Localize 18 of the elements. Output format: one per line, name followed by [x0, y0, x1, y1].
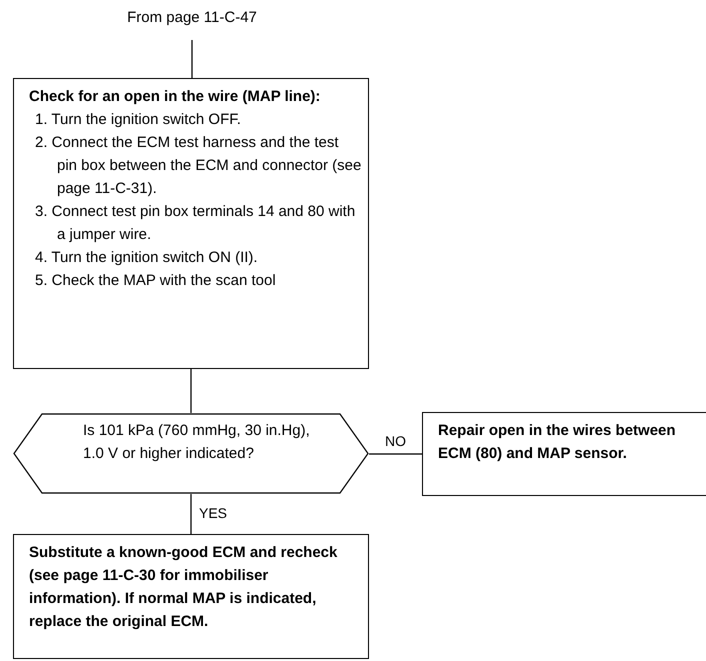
step-text: 5. Check the MAP with the scan tool: [34, 271, 277, 291]
step-heading: Check for an open in the wire (MAP line):: [29, 87, 322, 107]
connector-line: [191, 40, 193, 78]
connector-line: [190, 494, 192, 534]
connector-line: [190, 369, 192, 413]
result-box: [422, 412, 706, 496]
step-text: 1. Turn the ignition switch OFF.: [34, 110, 242, 130]
step-text: 2. Connect the ECM test harness and the test pin box between the ECM and connector (see page 11-C-31).: [34, 133, 362, 199]
result-box: [13, 534, 369, 659]
question-text: Is 101 kPa (760 mmHg, 30 in.Hg), 1.0 V or higher indicated?: [83, 421, 311, 464]
process-box: [13, 78, 369, 369]
decision-hexagon: [13, 413, 369, 494]
result-text: Repair open in the wires between ECM (80) and MAP sensor.: [438, 421, 677, 464]
step-text: 3. Connect test pin box terminals 14 and 80 with a jumper wire.: [34, 202, 356, 245]
page-reference-text: From page 11-C-47: [112, 6, 272, 30]
step-text: 4. Turn the ignition switch ON (II).: [34, 248, 259, 268]
result-text: Substitute a known-good ECM and recheck (see page 11-C-30 for immobiliser information). If normal MAP is indicated, replace the original ECM.: [29, 543, 338, 632]
connector-line: [369, 453, 422, 455]
